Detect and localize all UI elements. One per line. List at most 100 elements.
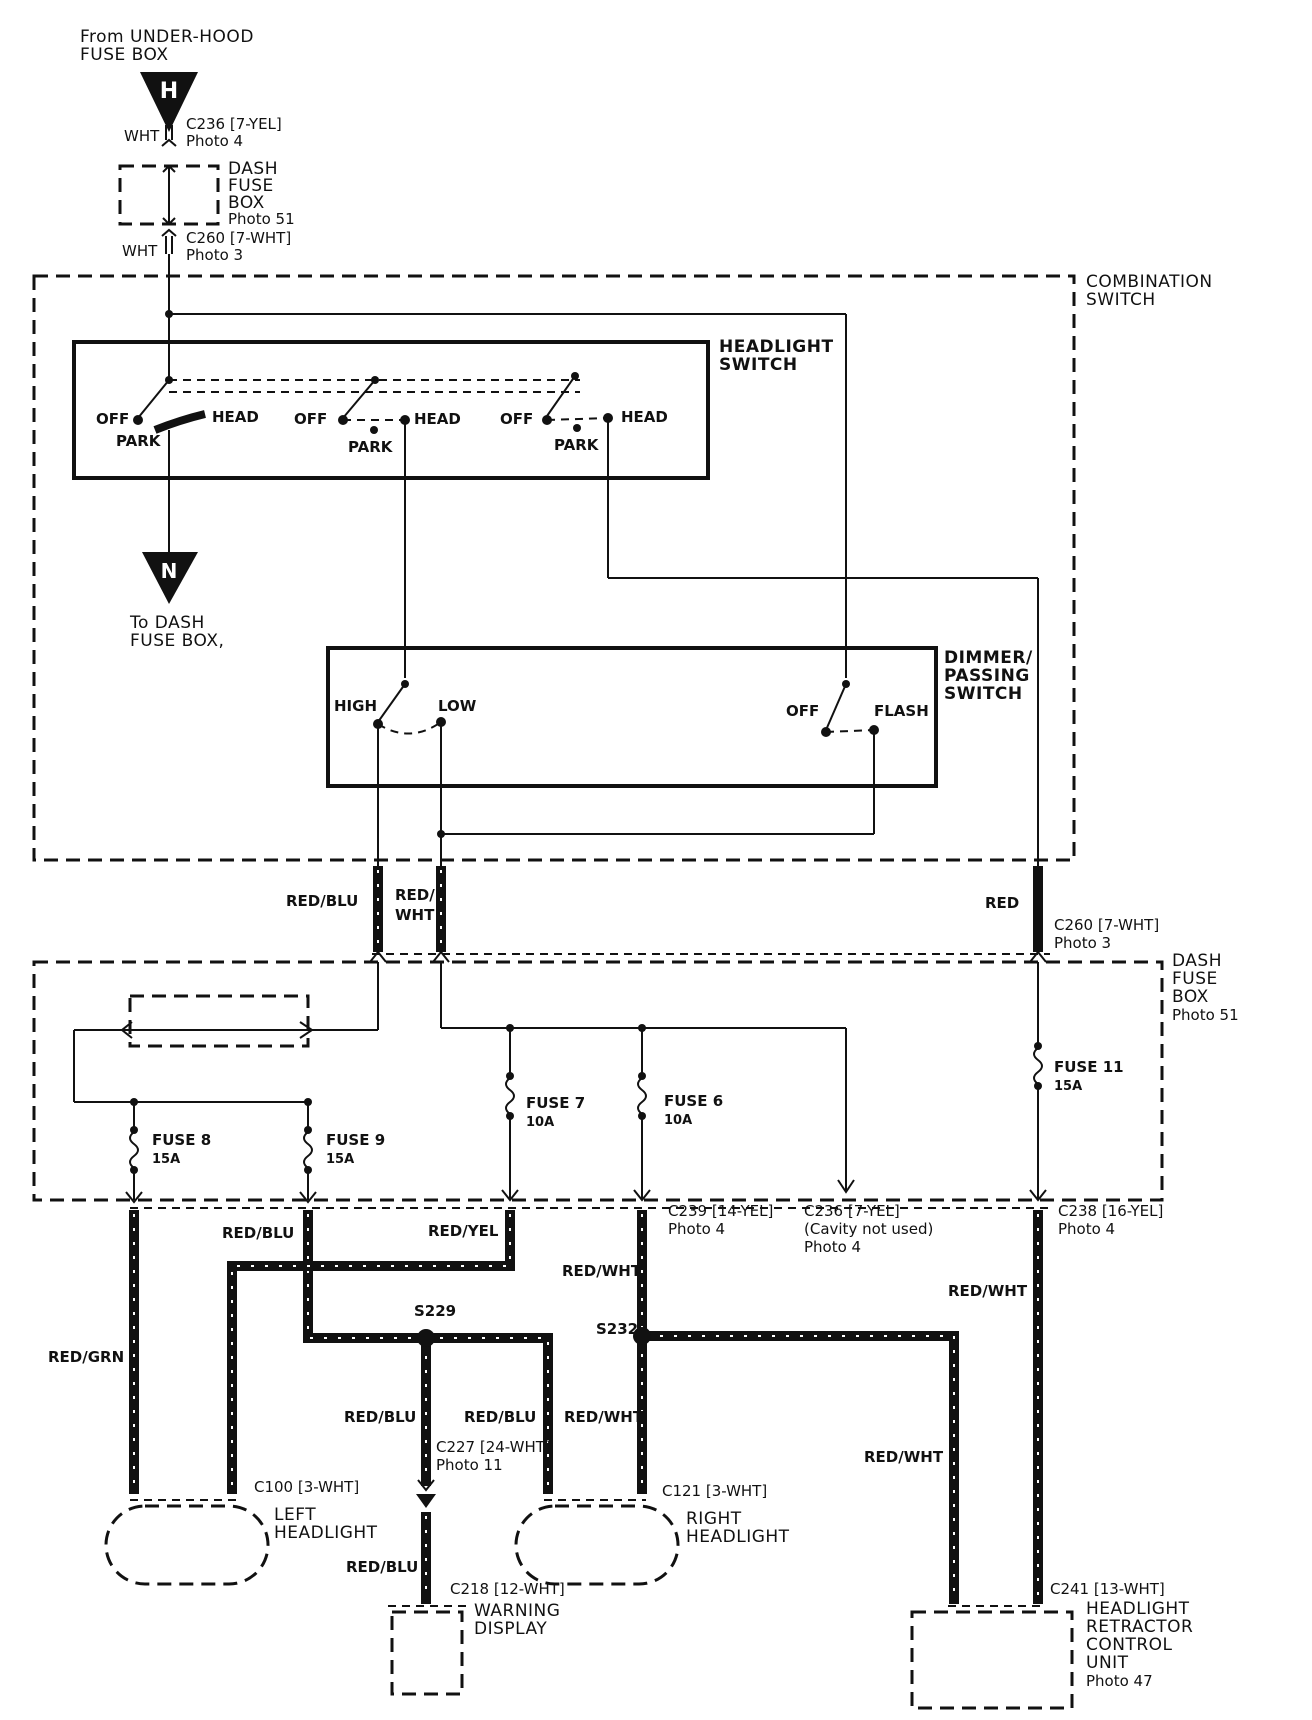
hs-pole2-head: HEAD (414, 410, 461, 428)
wire-red-blu-a: RED/BLU (344, 1408, 416, 1426)
wire-label-wht-2: WHT (122, 242, 158, 260)
svg-text:H: H (160, 79, 178, 104)
connector-c238-photo: Photo 4 (1058, 1220, 1115, 1238)
connector-c239-photo: Photo 4 (668, 1220, 725, 1238)
retractor-l2: RETRACTOR (1086, 1617, 1193, 1637)
wire-red-wht-right: RED/WHT (948, 1282, 1028, 1300)
hs-pole1-off: OFF (96, 410, 129, 428)
dimmer-off: OFF (786, 702, 819, 720)
fuse-6 (633, 1028, 651, 1202)
hs-pole3-park: PARK (554, 436, 600, 454)
headlight-switch-label-2: SWITCH (719, 355, 798, 375)
harness (129, 1210, 1043, 1604)
warning-conn: C218 [12-WHT] (450, 1580, 565, 1598)
splice-s229 (417, 1329, 435, 1347)
wire-red-wht-far: RED/WHT (864, 1448, 944, 1466)
wire-red-wht-mid-2: WHT (395, 906, 435, 924)
wire-red-blu-mid: RED/BLU (286, 892, 358, 910)
connector-c236-note: (Cavity not used) (804, 1220, 933, 1238)
right-headlight (514, 1504, 680, 1586)
connector-c260-mid: C260 [7-WHT] (1054, 916, 1159, 934)
fuse-11-rating: 15A (1054, 1079, 1082, 1094)
fuse-7-name: FUSE 7 (526, 1094, 585, 1112)
dest-marker: N (142, 552, 198, 604)
right-headlight-conn: C121 [3-WHT] (662, 1482, 767, 1500)
connector-c227-photo: Photo 11 (436, 1456, 503, 1474)
wire-red-wht-mid: RED/ (395, 886, 435, 904)
connector-c236-bottom: C236 [7-YEL] (804, 1202, 900, 1220)
wire-red-blu-c: RED/BLU (346, 1558, 418, 1576)
fuse-11-name: FUSE 11 (1054, 1058, 1124, 1076)
warning-l1: WARNING (474, 1601, 560, 1621)
dash-fuse-top-l2: FUSE (228, 176, 274, 196)
fuse-8 (125, 1102, 143, 1204)
connector-c236-photo-bottom: Photo 4 (804, 1238, 861, 1256)
fuse-8-rating: 15A (152, 1152, 180, 1167)
dest-label: To DASH (129, 613, 205, 633)
combination-switch-box (32, 274, 1076, 862)
wire-red-grn: RED/GRN (48, 1348, 124, 1366)
combination-switch-label-2: SWITCH (1086, 290, 1156, 310)
headlight-switch-label: HEADLIGHT (719, 337, 834, 357)
wire-red-blu-low: RED/BLU (222, 1224, 294, 1242)
wire-red-wht-low: RED/WHT (562, 1262, 642, 1280)
dash-fuse-main-l1: DASH (1172, 951, 1222, 971)
dimmer-flash: FLASH (874, 702, 929, 720)
wire-red-wht-splice: RED/WHT (564, 1408, 644, 1426)
warning-l2: DISPLAY (474, 1619, 547, 1639)
retractor-control-unit (910, 1610, 1074, 1710)
dash-fuse-main-l4: Photo 51 (1172, 1006, 1239, 1024)
fuse-6-rating: 10A (664, 1113, 692, 1128)
retractor-l4: UNIT (1086, 1653, 1129, 1673)
hs-pole2-park: PARK (348, 438, 394, 456)
right-headlight-l2: HEADLIGHT (686, 1527, 790, 1547)
connector-c238: C238 [16-YEL] (1058, 1202, 1163, 1220)
splice-s229-label: S229 (414, 1302, 456, 1320)
connector-c236-photo: Photo 4 (186, 132, 243, 150)
connector-c236-top: C236 [7-YEL] (186, 115, 282, 133)
splice-s232 (633, 1327, 651, 1345)
retractor-l5: Photo 47 (1086, 1672, 1153, 1690)
dash-fuse-main-l2: FUSE (1172, 969, 1218, 989)
dash-fuse-top-l4: Photo 51 (228, 210, 295, 228)
dash-fuse-box-main (32, 960, 1164, 1202)
dimmer-switch-label: DIMMER/ (944, 648, 1033, 668)
retractor-conn: C241 [13-WHT] (1050, 1580, 1165, 1598)
connector-c260-top-photo: Photo 3 (186, 246, 243, 264)
retractor-l3: CONTROL (1086, 1635, 1173, 1655)
dimmer-high: HIGH (334, 697, 377, 715)
dimmer-switch-label-2: PASSING (944, 666, 1030, 686)
fuse-9-rating: 15A (326, 1152, 354, 1167)
left-headlight-l2: HEADLIGHT (274, 1523, 378, 1543)
hs-pole3-off: OFF (500, 410, 533, 428)
connector-c260-mid-photo: Photo 3 (1054, 934, 1111, 952)
hs-pole3-head: HEAD (621, 408, 668, 426)
connector-c227: C227 [24-WHT] (436, 1438, 551, 1456)
dimmer-switch-box (326, 646, 938, 788)
dimmer-switch-label-3: SWITCH (944, 684, 1023, 704)
wire-red-yel: RED/YEL (428, 1222, 499, 1240)
source-label: From UNDER-HOOD (80, 27, 254, 47)
relay-box (128, 994, 310, 1048)
dimmer-low: LOW (438, 697, 477, 715)
fuse-6-name: FUSE 6 (664, 1092, 723, 1110)
svg-text:N: N (161, 559, 178, 583)
fuse-9 (299, 1102, 317, 1204)
headlight-switch-box (72, 340, 710, 480)
dash-fuse-top-l1: DASH (228, 159, 278, 179)
combination-switch-label: COMBINATION (1086, 272, 1213, 292)
dash-fuse-top-l3: BOX (228, 193, 265, 213)
wire-red-mid: RED (985, 894, 1019, 912)
warning-display (390, 1610, 464, 1696)
fuse-8-name: FUSE 8 (152, 1131, 211, 1149)
right-headlight-l1: RIGHT (686, 1509, 742, 1529)
left-headlight-l1: LEFT (274, 1505, 316, 1525)
dest-label-2: FUSE BOX, (130, 631, 224, 651)
connector-c239: C239 [14-YEL] (668, 1202, 773, 1220)
retractor-l1: HEADLIGHT (1086, 1599, 1190, 1619)
dash-fuse-main-l3: BOX (1172, 987, 1209, 1007)
wire-label-wht-1: WHT (124, 127, 160, 145)
connector-c260-top: C260 [7-WHT] (186, 229, 291, 247)
hs-pole1-park: PARK (116, 432, 162, 450)
